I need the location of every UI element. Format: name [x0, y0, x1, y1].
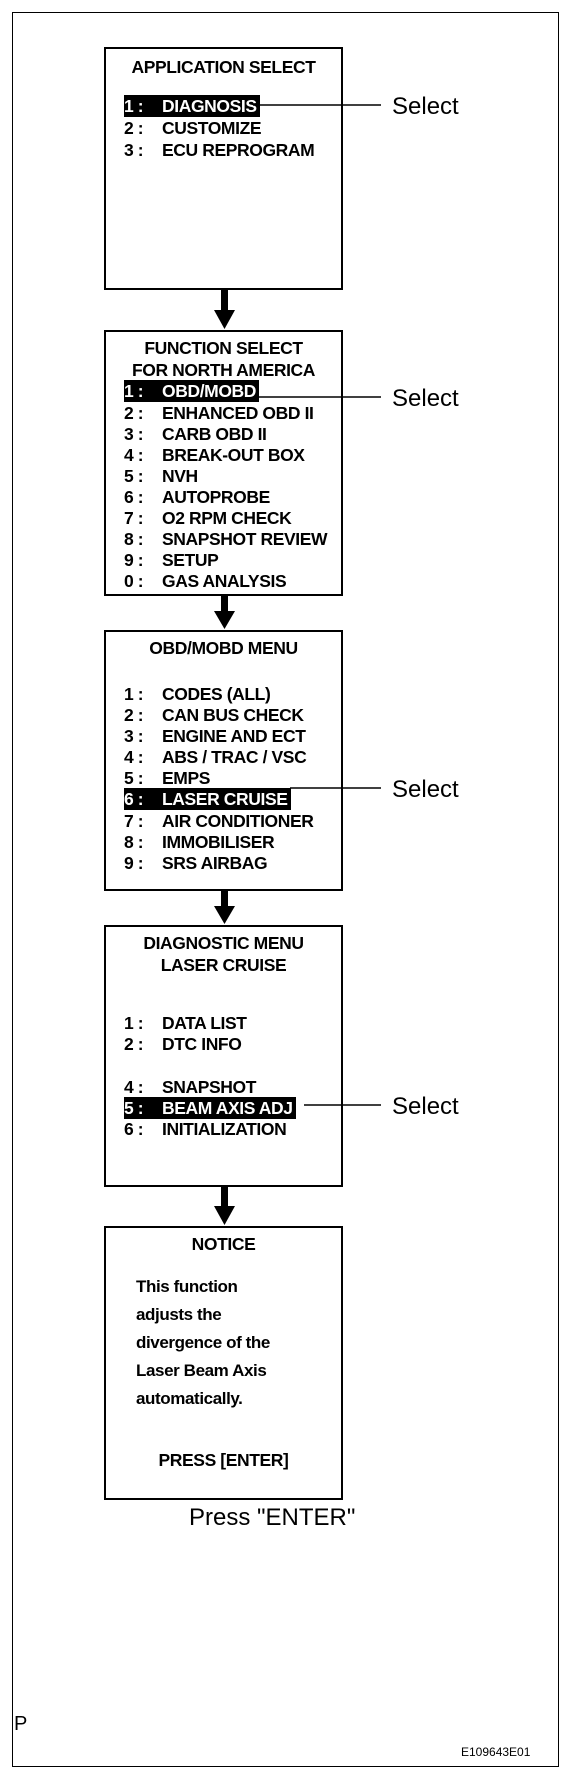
menu-item-nvh[interactable]: 5 :NVH: [124, 466, 198, 486]
menu-item-emps[interactable]: 5 :EMPS: [124, 768, 210, 788]
figure-code: E109643E01: [461, 1745, 531, 1759]
screen-title-line-2: FOR NORTH AMERICA: [131, 360, 316, 380]
menu-item-can-bus-check[interactable]: 2 :CAN BUS CHECK: [124, 705, 304, 725]
screen-title-line-1: FUNCTION SELECT: [144, 338, 303, 358]
figure-frame: [12, 12, 559, 1767]
menu-item-o2-rpm-check[interactable]: 7 :O2 RPM CHECK: [124, 508, 292, 528]
down-arrow-2: [214, 596, 235, 629]
obd-mobd-menu-screen: OBD/MOBD MENU 1 :CODES (ALL) 2 :CAN BUS …: [104, 630, 343, 891]
notice-line-4: Laser Beam Axis: [136, 1361, 267, 1380]
menu-item-customize[interactable]: 2 :CUSTOMIZE: [124, 118, 262, 138]
notice-line-1: This function: [136, 1277, 238, 1296]
menu-item-beam-axis-adj[interactable]: 5 :BEAM AXIS ADJ: [124, 1097, 296, 1119]
application-select-screen: APPLICATION SELECT 1 :DIAGNOSIS 2 :CUSTO…: [104, 47, 343, 290]
menu-item-snapshot[interactable]: 4 :SNAPSHOT: [124, 1077, 257, 1097]
menu-item-laser-cruise[interactable]: 6 :LASER CRUISE: [124, 788, 291, 810]
corner-letter: P: [14, 1713, 28, 1735]
menu-item-snapshot-review[interactable]: 8 :SNAPSHOT REVIEW: [124, 529, 328, 549]
menu-item-enhanced-obd[interactable]: 2 :ENHANCED OBD II: [124, 403, 314, 423]
menu-item-autoprobe[interactable]: 6 :AUTOPROBE: [124, 487, 270, 507]
menu-item-diagnosis[interactable]: 1 :DIAGNOSIS: [124, 95, 260, 117]
screen-title: APPLICATION SELECT: [131, 57, 316, 77]
down-arrow-4: [214, 1187, 235, 1225]
menu-item-immobiliser[interactable]: 8 :IMMOBILISER: [124, 832, 275, 852]
screen-title-line-1: DIAGNOSTIC MENU: [143, 933, 304, 953]
menu-item-obd-mobd[interactable]: 1 :OBD/MOBD: [124, 380, 260, 402]
notice-line-2: adjusts the: [136, 1305, 222, 1324]
notice-screen: NOTICE This function adjusts the diverge…: [104, 1226, 343, 1500]
down-arrow-1: [214, 290, 235, 329]
select-callout-3: Select: [392, 776, 459, 803]
select-callout-1: Select: [392, 93, 459, 120]
notice-title: NOTICE: [191, 1234, 256, 1254]
notice-line-3: divergence of the: [136, 1333, 270, 1352]
menu-item-initialization[interactable]: 6 :INITIALIZATION: [124, 1119, 287, 1139]
menu-item-data-list[interactable]: 1 :DATA LIST: [124, 1013, 247, 1033]
press-enter-instruction: Press "ENTER": [189, 1504, 356, 1531]
press-enter-prompt: PRESS [ENTER]: [158, 1450, 289, 1470]
diagnostic-menu-screen: DIAGNOSTIC MENU LASER CRUISE 1 :DATA LIS…: [104, 925, 343, 1187]
menu-item-break-out-box[interactable]: 4 :BREAK-OUT BOX: [124, 445, 305, 465]
notice-line-5: automatically.: [136, 1389, 243, 1408]
menu-item-engine-and-ect[interactable]: 3 :ENGINE AND ECT: [124, 726, 306, 746]
menu-item-air-conditioner[interactable]: 7 :AIR CONDITIONER: [124, 811, 314, 831]
menu-item-srs-airbag[interactable]: 9 :SRS AIRBAG: [124, 853, 268, 873]
screen-title-line-2: LASER CRUISE: [160, 955, 287, 975]
select-callout-4: Select: [392, 1093, 459, 1120]
menu-item-codes-all[interactable]: 1 :CODES (ALL): [124, 684, 271, 704]
menu-item-dtc-info[interactable]: 2 :DTC INFO: [124, 1034, 242, 1054]
menu-item-carb-obd[interactable]: 3 :CARB OBD II: [124, 424, 267, 444]
screen-title: OBD/MOBD MENU: [149, 638, 298, 658]
select-callout-2: Select: [392, 385, 459, 412]
function-select-screen: FUNCTION SELECT FOR NORTH AMERICA 1 :OBD…: [104, 330, 343, 596]
menu-item-ecu-reprogram[interactable]: 3 :ECU REPROGRAM: [124, 140, 315, 160]
menu-item-setup[interactable]: 9 :SETUP: [124, 550, 219, 570]
menu-item-gas-analysis[interactable]: 0 :GAS ANALYSIS: [124, 571, 287, 591]
down-arrow-3: [214, 891, 235, 924]
menu-item-abs-trac-vsc[interactable]: 4 :ABS / TRAC / VSC: [124, 747, 307, 767]
